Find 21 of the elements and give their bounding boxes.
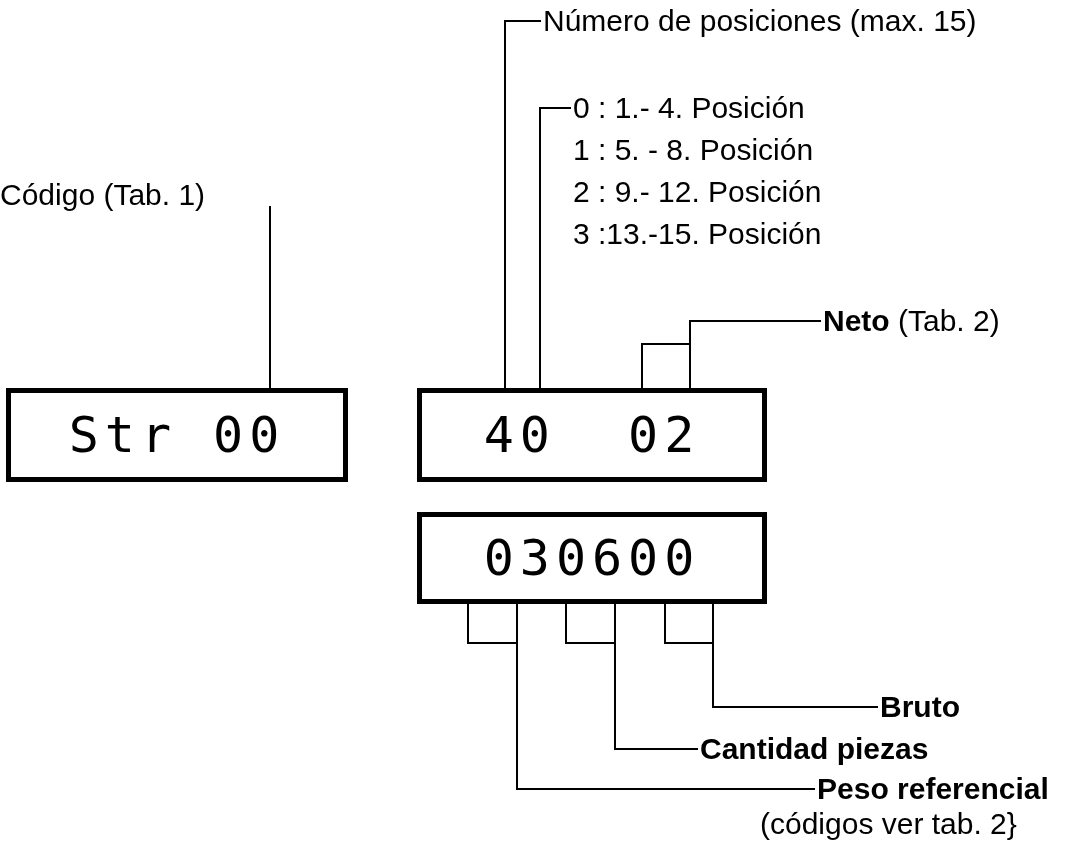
leader-line (467, 603, 816, 790)
list-item-text: 2 : 9.- 12. Posición (573, 174, 823, 210)
callout-label: Bruto (880, 688, 992, 726)
leader-line (539, 107, 572, 389)
leader-line (641, 320, 822, 389)
callout-label: Cantidad piezas (700, 730, 992, 766)
leader-line (664, 603, 879, 708)
lcd-display: 030600 (417, 512, 767, 604)
lcd-display: Str 00 (6, 388, 348, 482)
callout-label: Neto (Tab. 2) (823, 302, 1058, 340)
note-text: (códigos ver tab. 2} (760, 806, 1017, 842)
leader-line (269, 205, 271, 389)
list-item-text: 3 :13.-15. Posición (573, 216, 823, 252)
callout-label: Peso referencial (817, 770, 1092, 806)
leader-line (565, 603, 699, 750)
lcd-display: 40 02 (417, 388, 767, 482)
list-item-text: 0 : 1.- 4. Posición (573, 90, 806, 126)
callout-label: Código (Tab. 1) (0, 176, 272, 214)
callout-label: Número de posiciones (max. 15) (543, 2, 1091, 40)
list-item-text: 1 : 5. - 8. Posición (573, 132, 815, 168)
leader-line (504, 20, 542, 389)
